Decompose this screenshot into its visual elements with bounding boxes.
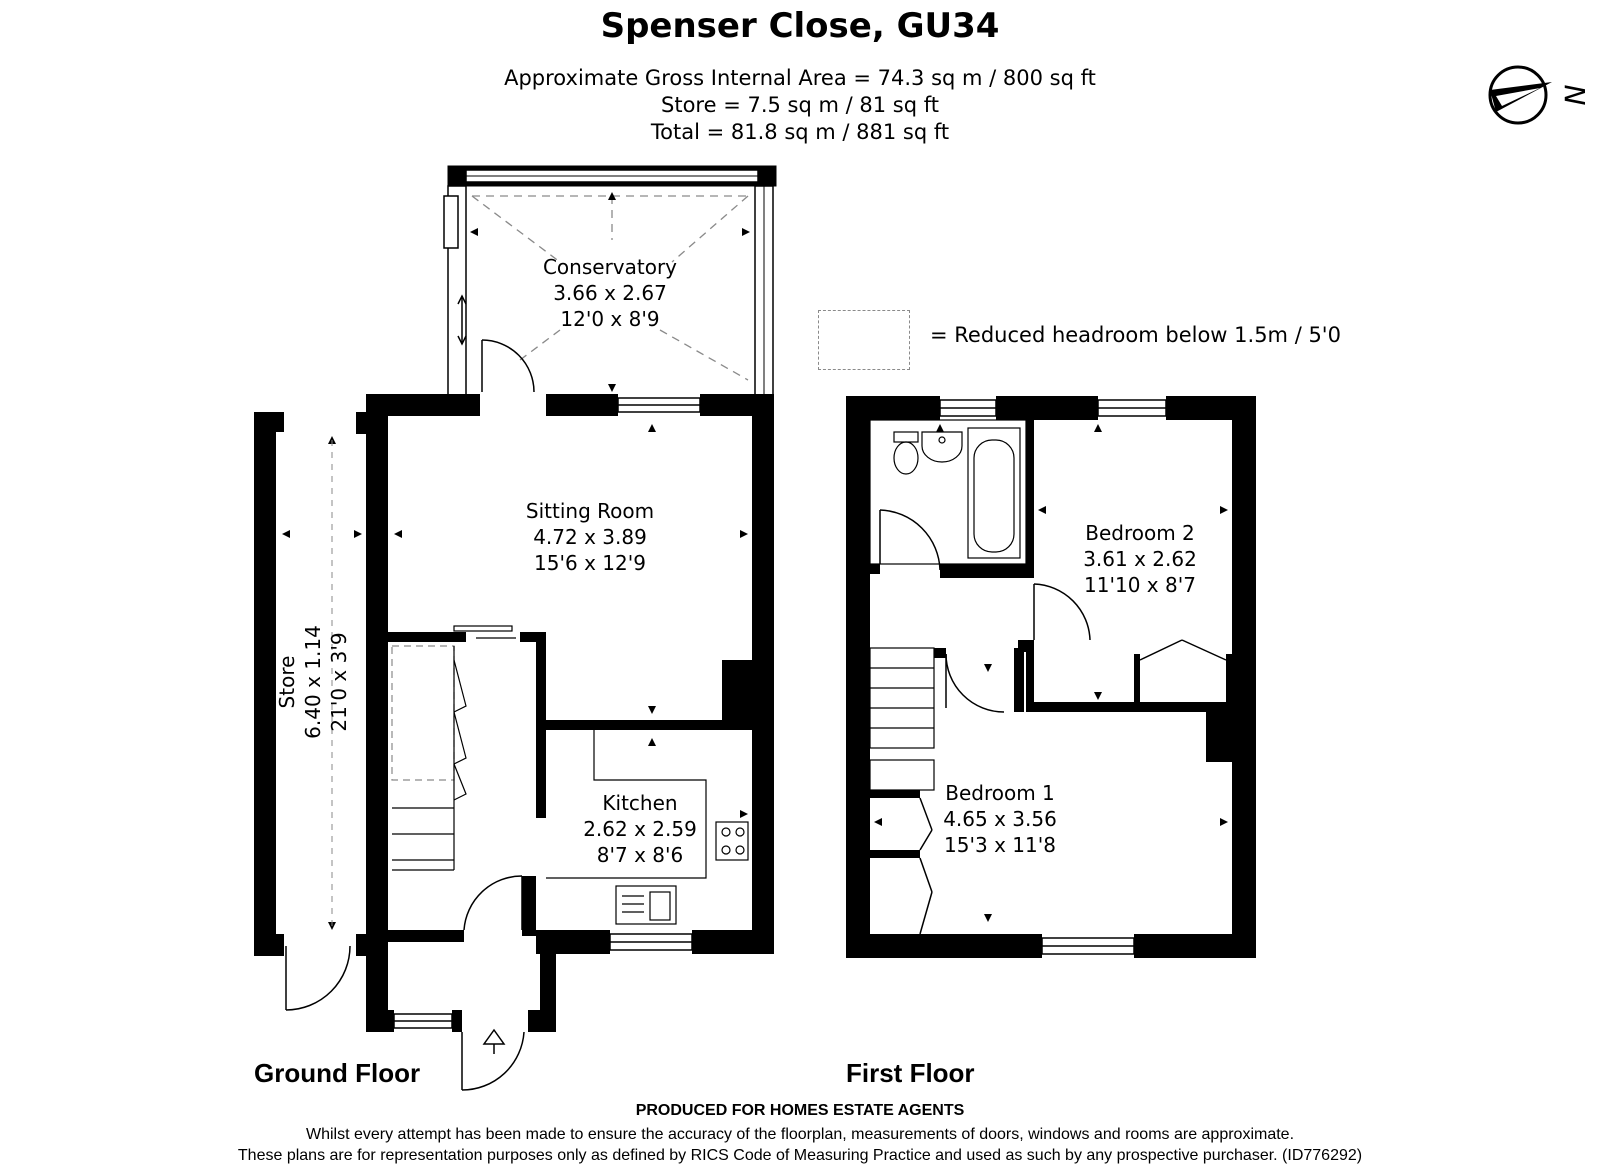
bathroom-fixtures [869,419,1027,565]
kitchen-name: Kitchen [602,791,677,815]
conservatory-reduced-headroom [471,195,749,381]
first-doors [879,509,1227,935]
bedroom-1-name: Bedroom 1 [945,781,1055,805]
sitting-room-name: Sitting Room [526,499,654,523]
sitting-room-metric: 4.72 x 3.89 [533,525,647,549]
footer-disclaimer-1: Whilst every attempt has been made to en… [305,1126,1295,1143]
conservatory-door [481,339,535,393]
hall-sliding-door [453,625,516,639]
ground-dimension-ticks [282,192,750,930]
ground-walls [366,394,774,1032]
ground-staircase [391,645,467,871]
kitchen-imperial: 8'7 x 8'6 [597,843,683,867]
conservatory-name: Conservatory [543,255,677,279]
store-metric: 6.40 x 1.14 [301,625,325,739]
total-area: Total = 81.8 sq m / 881 sq ft [650,120,950,144]
footer-heading: PRODUCED FOR HOMES ESTATE AGENTS [635,1102,965,1119]
conservatory-walls [443,165,777,399]
compass-icon: N [1488,65,1591,125]
first-windows [939,399,1167,955]
bedroom-2-imperial: 11'10 x 8'7 [1084,573,1196,597]
conservatory-metric: 3.66 x 2.67 [553,281,667,305]
reduced-headroom-swatch [818,310,910,370]
bedroom-1-metric: 4.65 x 3.56 [943,807,1057,831]
compass-north-letter: N [1558,85,1591,106]
bedroom-2-metric: 3.61 x 2.62 [1083,547,1197,571]
store-door [285,945,351,1011]
store-imperial: 21'0 x 3'9 [327,632,351,731]
first-walls [846,396,1256,958]
ground-windows [393,397,701,1029]
sitting-room-imperial: 15'6 x 12'9 [534,551,646,575]
first-dimension-ticks [874,424,1228,922]
store-walls [254,412,366,956]
first-floor-label: First Floor [846,1058,975,1088]
ground-floor-plan: Conservatory 3.66 x 2.67 12'0 x 8'9 Sitt… [254,165,777,1091]
conservatory-imperial: 12'0 x 8'9 [560,307,659,331]
plan-title: Spenser Close, GU34 [600,6,1000,46]
first-staircase [869,647,935,791]
ground-floor-label: Ground Floor [254,1058,421,1088]
front-door [461,875,525,1091]
reduced-headroom-legend: = Reduced headroom below 1.5m / 5'0 [930,323,1341,347]
kitchen-metric: 2.62 x 2.59 [583,817,697,841]
store-name: Store [275,656,299,709]
footer-disclaimer-2: These plans are for representation purpo… [237,1147,1363,1164]
gross-internal-area: Approximate Gross Internal Area = 74.3 s… [504,66,1096,90]
first-floor-plan: Bedroom 2 3.61 x 2.62 11'10 x 8'7 Bedroo… [846,396,1256,958]
bedroom-2-name: Bedroom 2 [1085,521,1195,545]
store-area: Store = 7.5 sq m / 81 sq ft [661,93,939,117]
bedroom-1-imperial: 15'3 x 11'8 [944,833,1056,857]
kitchen-fixtures [546,730,749,925]
